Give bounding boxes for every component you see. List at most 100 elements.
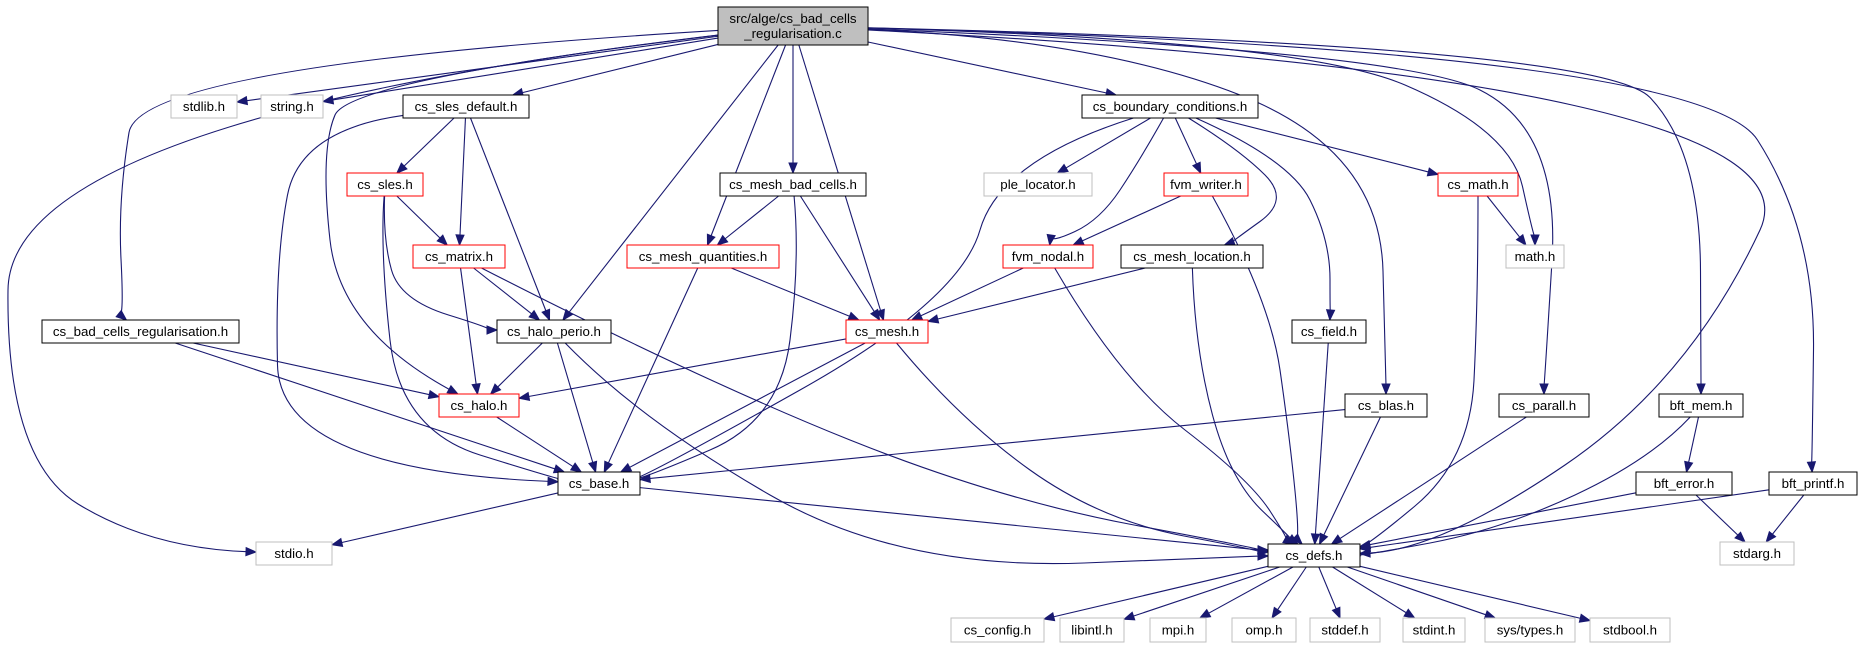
edge-mesh_bad_cells-to-mesh_quantities — [716, 195, 779, 246]
node-box — [1120, 244, 1264, 269]
edge-line — [459, 117, 467, 237]
edge-root-to-parall — [867, 28, 1554, 396]
node-base[interactable]: cs_base.h — [557, 471, 641, 496]
edge-arrowhead — [910, 311, 924, 321]
edge-line — [867, 28, 1387, 386]
edge-boundary_conditions-to-ple_locator — [1056, 117, 1151, 174]
node-halo_perio[interactable]: cs_halo_perio.h — [496, 319, 612, 344]
edge-arrowhead — [1381, 383, 1391, 396]
node-ple_locator: ple_locator.h — [983, 172, 1093, 197]
edge-arrowhead — [1765, 530, 1777, 544]
node-boundary_conditions[interactable]: cs_boundary_conditions.h — [1081, 94, 1259, 119]
edge-arrowhead — [1483, 610, 1497, 620]
edges-layer — [7, 27, 1817, 623]
node-label: stdint.h — [1413, 623, 1456, 638]
node-bad_cells_reg_h[interactable]: cs_bad_cells_regularisation.h — [41, 319, 240, 344]
node-parall[interactable]: cs_parall.h — [1498, 393, 1590, 418]
node-mesh_location[interactable]: cs_mesh_location.h — [1120, 244, 1264, 269]
edge-line — [630, 195, 797, 481]
node-box — [346, 172, 424, 197]
node-bft_printf[interactable]: bft_printf.h — [1768, 471, 1858, 496]
edge-cs_math-to-defs — [1349, 195, 1479, 557]
edge-line — [1211, 195, 1299, 539]
edge-line — [724, 195, 779, 240]
node-label: cs_mesh_location.h — [1133, 249, 1251, 264]
edge-mesh-to-defs — [896, 342, 1270, 557]
node-label: cs_bad_cells_regularisation.h — [53, 324, 228, 339]
node-sles[interactable]: cs_sles.h — [346, 172, 424, 197]
edge-sles_default-to-base — [276, 114, 560, 487]
node-box — [950, 617, 1045, 643]
edge-line — [1347, 566, 1487, 616]
edge-line — [118, 29, 719, 315]
node-math: math.h — [1505, 244, 1565, 269]
node-systypes: sys/types.h — [1484, 617, 1576, 643]
node-box — [1498, 393, 1590, 418]
edge-arrowhead — [1198, 608, 1212, 619]
edge-halo_perio-to-base — [556, 342, 598, 474]
node-mesh[interactable]: cs_mesh.h — [845, 319, 929, 344]
node-bft_error[interactable]: bft_error.h — [1635, 471, 1733, 496]
node-label: cs_parall.h — [1512, 398, 1576, 413]
node-label: stddef.h — [1321, 623, 1368, 638]
node-box — [1059, 617, 1125, 643]
edge-arrowhead — [1046, 233, 1056, 247]
edge-line — [1081, 195, 1181, 242]
edge-defs-to-stddef — [1318, 566, 1341, 620]
edge-bft_printf-to-stdarg — [1765, 494, 1805, 544]
node-sles_default[interactable]: cs_sles_default.h — [402, 94, 530, 119]
edge-arrowhead — [603, 460, 613, 474]
node-label: cs_math.h — [1447, 177, 1508, 192]
edge-line — [496, 416, 575, 468]
edge-arrowhead — [869, 308, 881, 322]
edge-arrowhead — [395, 162, 408, 174]
edge-mesh-to-base — [619, 342, 866, 473]
node-label: src/alge/cs_bad_cells — [729, 11, 856, 26]
node-matrix[interactable]: cs_matrix.h — [412, 244, 506, 269]
nodes-layer: src/alge/cs_bad_cells_regularisation.cst… — [41, 6, 1858, 643]
edge-root-to-defs — [867, 29, 1766, 558]
node-libintl: libintl.h — [1059, 617, 1125, 643]
node-box — [1344, 393, 1428, 418]
node-label: cs_defs.h — [1286, 548, 1343, 563]
edge-arrowhead — [1734, 531, 1746, 543]
edge-root-to-blas — [867, 28, 1391, 396]
edge-line — [469, 117, 547, 312]
node-mesh_quantities[interactable]: cs_mesh_quantities.h — [626, 244, 780, 269]
edge-line — [340, 492, 559, 544]
edge-line — [1054, 267, 1287, 541]
node-box — [1309, 617, 1381, 643]
node-mesh_bad_cells[interactable]: cs_mesh_bad_cells.h — [719, 172, 867, 197]
node-bft_mem[interactable]: bft_mem.h — [1658, 393, 1744, 418]
node-field[interactable]: cs_field.h — [1291, 319, 1367, 344]
node-box — [1484, 617, 1576, 643]
edge-line — [867, 27, 1702, 386]
node-label: cs_halo_perio.h — [507, 324, 601, 339]
edge-arrowhead — [1257, 545, 1270, 555]
edge-line — [276, 114, 550, 482]
node-halo[interactable]: cs_halo.h — [438, 393, 520, 418]
node-cs_math[interactable]: cs_math.h — [1437, 172, 1519, 197]
node-box — [1291, 319, 1367, 344]
edge-fvm_nodal-to-defs — [1054, 267, 1295, 545]
edge-arrowhead — [1403, 608, 1416, 619]
node-blas[interactable]: cs_blas.h — [1344, 393, 1428, 418]
edge-sles-to-matrix — [396, 195, 449, 246]
node-root[interactable]: src/alge/cs_bad_cells_regularisation.c — [717, 6, 869, 46]
node-box — [496, 319, 612, 344]
edge-arrowhead — [115, 309, 128, 321]
edge-line — [628, 342, 866, 469]
node-fvm_nodal[interactable]: fvm_nodal.h — [1002, 244, 1094, 269]
edge-root-to-mesh_quantities — [706, 44, 787, 247]
node-label: cs_config.h — [964, 623, 1031, 638]
edge-line — [1695, 494, 1739, 537]
edge-arrowhead — [235, 95, 249, 106]
node-defs[interactable]: cs_defs.h — [1267, 543, 1361, 568]
edge-line — [527, 338, 847, 398]
node-label: omp.h — [1246, 623, 1283, 638]
edge-line — [1314, 342, 1329, 536]
node-fvm_writer[interactable]: fvm_writer.h — [1163, 172, 1249, 197]
edge-line — [1338, 416, 1527, 540]
node-box — [1149, 617, 1207, 643]
node-config: cs_config.h — [950, 617, 1045, 643]
